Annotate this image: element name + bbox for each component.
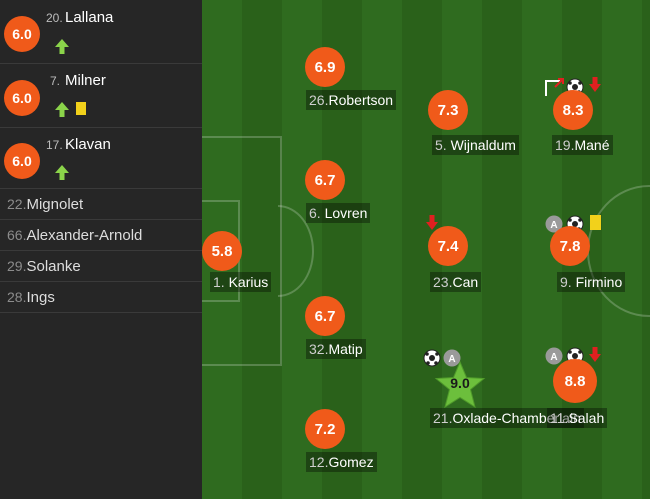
player-name: Wijnaldum — [450, 137, 516, 153]
goal-ball-icon — [423, 349, 441, 367]
rating-badge: 7.2 — [305, 409, 345, 449]
player-name: Karius — [228, 274, 269, 290]
player-label: 11.Salah — [547, 408, 608, 428]
player-name: Mignolet — [26, 195, 84, 213]
player-number: 11. — [550, 410, 569, 426]
rating-badge: 8.3 — [553, 90, 593, 130]
bench-row-ings[interactable]: 28. Ings — [0, 282, 202, 313]
player-number: 26. — [309, 92, 329, 108]
player-number: 29. — [7, 258, 27, 274]
player-name: Ings — [26, 288, 55, 306]
player-label: 6. Lovren — [306, 203, 371, 223]
player-number: 22. — [7, 196, 27, 212]
rating-badge: 8.8 — [553, 359, 597, 403]
player-label: 19.Mané — [552, 135, 613, 155]
player-number: 6. — [309, 205, 321, 221]
center-circle — [587, 185, 650, 317]
player-number: 20. — [46, 11, 63, 25]
player-label: 1. Karius — [210, 272, 272, 292]
player-name: Firmino — [575, 274, 623, 290]
rating-badge: 7.3 — [428, 90, 468, 130]
sub-in-icon — [55, 165, 69, 180]
assist-icon: A — [545, 347, 563, 365]
sub-out-icon — [426, 215, 438, 230]
rating-badge: 7.4 — [428, 226, 468, 266]
player-number: 32. — [309, 341, 329, 357]
sub-in-icon — [55, 102, 69, 117]
player-label: 12.Gomez — [306, 452, 377, 472]
bench-row-mignolet[interactable]: 22. Mignolet — [0, 189, 202, 220]
player-name: Mané — [574, 137, 610, 153]
sub-out-icon — [589, 347, 601, 362]
player-number: 7. — [50, 74, 61, 88]
player-label: 5. Wijnaldum — [432, 135, 519, 155]
player-number: 66. — [7, 227, 27, 243]
player-number: 1. — [213, 274, 225, 290]
sub-in-icon — [55, 39, 69, 54]
player-label: 26.Robertson — [306, 90, 397, 110]
svg-text:A: A — [448, 354, 455, 365]
bench-row-alexander-arnold[interactable]: 66. Alexander-Arnold — [0, 220, 202, 251]
sub-row-klavan[interactable]: 6.0 17. Klavan — [0, 128, 202, 189]
player-number: 9. — [560, 274, 572, 290]
yellow-card-icon — [590, 215, 601, 230]
sub-row-lallana[interactable]: 6.0 20. Lallana — [0, 0, 202, 64]
player-name: Alexander-Arnold — [26, 226, 143, 244]
player-name: Solanke — [26, 257, 81, 275]
rating-badge: 6.7 — [305, 160, 345, 200]
player-name: Salah — [568, 410, 605, 426]
player-name: Can — [452, 274, 479, 290]
player-number: 21. — [433, 410, 453, 426]
rating-badge: 6.9 — [305, 47, 345, 87]
sub-out-icon — [589, 77, 601, 92]
sub-row-milner[interactable]: 6.0 7. Milner — [0, 64, 202, 128]
player-label: 32.Matip — [306, 339, 366, 359]
rating-badge: 6.0 — [4, 80, 40, 116]
svg-text:A: A — [550, 352, 557, 363]
rating-badge: 6.7 — [305, 296, 345, 336]
player-label: 9. Firmino — [557, 272, 626, 292]
player-name: Lallana — [65, 9, 114, 26]
player-number: 28. — [7, 289, 27, 305]
player-number: 12. — [309, 454, 329, 470]
rating-badge: 7.8 — [550, 226, 590, 266]
player-number: 19. — [555, 137, 575, 153]
missed-chance-icon — [545, 78, 564, 96]
player-label: 23.Can — [430, 272, 482, 292]
player-name: Gomez — [328, 454, 374, 470]
substitutes-panel: 6.0 20. Lallana 6.0 7. Milner 6.0 17. Kl… — [0, 0, 202, 499]
rating-badge: 6.0 — [4, 143, 40, 179]
svg-text:A: A — [550, 220, 557, 231]
player-name: Matip — [328, 341, 363, 357]
player-name: Klavan — [65, 136, 111, 153]
rating-badge: 6.0 — [4, 16, 40, 52]
player-number: 23. — [433, 274, 453, 290]
rating-badge: 5.8 — [202, 231, 242, 271]
pitch: 5.8 1. Karius 6.9 26.Robertson 6.7 6. Lo… — [202, 0, 650, 499]
rating-value: 9.0 — [450, 375, 470, 391]
player-label: 21.Oxlade-Chamberlain — [430, 408, 584, 428]
assist-icon: A — [443, 349, 461, 367]
player-name: Lovren — [324, 205, 368, 221]
bench-row-solanke[interactable]: 29. Solanke — [0, 251, 202, 282]
player-number: 5. — [435, 137, 447, 153]
star-badge-icon — [434, 360, 486, 409]
player-name: Milner — [65, 72, 106, 89]
player-name: Robertson — [328, 92, 394, 108]
player-name: Oxlade-Chamberlain — [452, 410, 581, 426]
yellow-card-icon — [76, 102, 86, 115]
player-number: 17. — [46, 138, 63, 152]
